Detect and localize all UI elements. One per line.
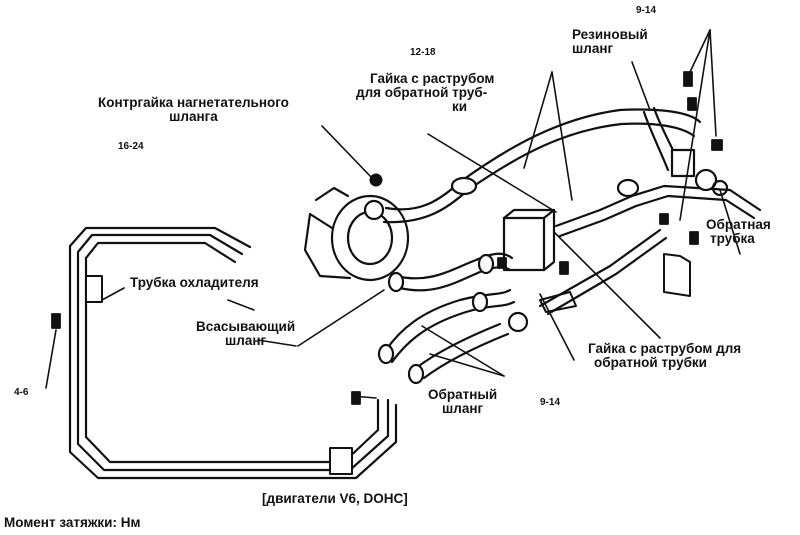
mounting-bracket bbox=[663, 253, 691, 297]
fluid-reservoir bbox=[502, 208, 556, 272]
steering-pump bbox=[303, 186, 410, 282]
label-locknut: Контргайка нагнетательного шланга bbox=[98, 95, 289, 124]
rubber-hose bbox=[642, 106, 696, 178]
cooler-pipe bbox=[68, 226, 398, 480]
torque-value-left-lower: 4-6 bbox=[14, 387, 29, 398]
torque-value-top-right: 9-14 bbox=[636, 5, 657, 16]
cooler-pipe-clamp bbox=[329, 447, 353, 475]
return-pipe bbox=[538, 168, 762, 316]
locknut-fitting bbox=[369, 173, 383, 187]
label-return-pipe: Обратная трубка bbox=[706, 217, 771, 246]
return-hose bbox=[377, 288, 529, 385]
torque-value-top-center: 12-18 bbox=[410, 47, 436, 58]
label-flare-nut-top: Гайка с раструбом для обратной труб- ки bbox=[356, 71, 495, 114]
label-torque-note: Момент затяжки: Нм bbox=[4, 515, 141, 530]
label-suction-hose: Всасывающий шланг bbox=[196, 319, 296, 348]
label-engine: [двигатели V6, DOHC] bbox=[262, 491, 408, 506]
label-rubber-hose: Резиновый шланг bbox=[572, 27, 648, 56]
bracket-lower bbox=[539, 291, 577, 313]
torque-value-bottom-center: 9-14 bbox=[540, 397, 561, 408]
cooler-pipe-bracket bbox=[85, 275, 103, 303]
suction-hose bbox=[387, 252, 514, 293]
label-return-hose: Обратный шланг bbox=[428, 387, 498, 416]
label-flare-nut-bottom: Гайка с раструбом для обратной трубки bbox=[588, 341, 742, 370]
label-cooler-pipe: Трубка охладителя bbox=[130, 275, 259, 290]
leader-lines bbox=[45, 29, 741, 399]
pressure-hose bbox=[382, 108, 702, 224]
bolt bbox=[51, 71, 723, 405]
torque-value-left-upper: 16-24 bbox=[118, 141, 144, 152]
